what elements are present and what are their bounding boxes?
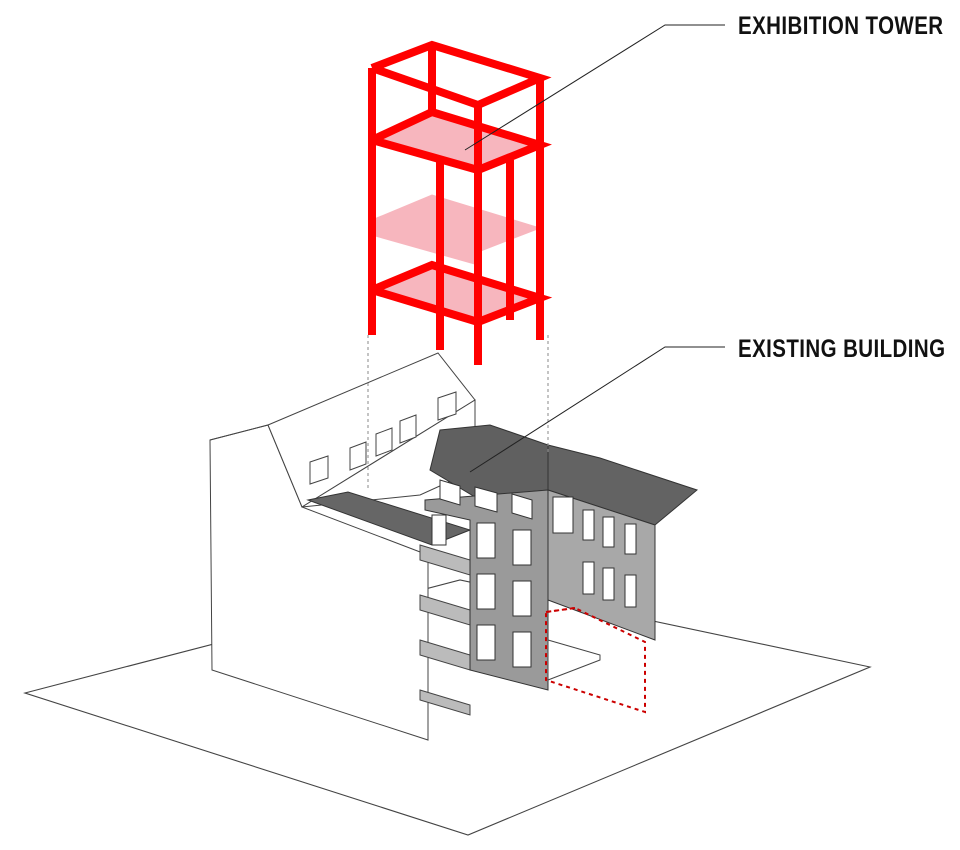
ground-void bbox=[547, 639, 601, 681]
left-floor-slabs bbox=[419, 544, 471, 716]
tower-alignment-lines bbox=[367, 335, 549, 490]
leader-lines bbox=[464, 24, 725, 473]
middle-windows bbox=[431, 514, 532, 668]
tower-footprint-dashed bbox=[545, 606, 646, 714]
label-exhibition-tower: EXHIBITION TOWER bbox=[738, 12, 944, 40]
left-dormers bbox=[309, 391, 457, 485]
leader-existing-building bbox=[469, 346, 725, 473]
right-roof bbox=[547, 444, 699, 526]
tower-frame bbox=[368, 40, 553, 365]
exhibition-tower bbox=[368, 40, 553, 365]
right-windows bbox=[552, 496, 637, 608]
leader-exhibition-tower bbox=[464, 24, 725, 151]
label-existing-building: EXISTING BUILDING bbox=[738, 335, 946, 363]
tower-slab-middle bbox=[371, 194, 542, 266]
existing-building-white-volume bbox=[209, 352, 476, 741]
middle-dormers bbox=[439, 479, 533, 520]
